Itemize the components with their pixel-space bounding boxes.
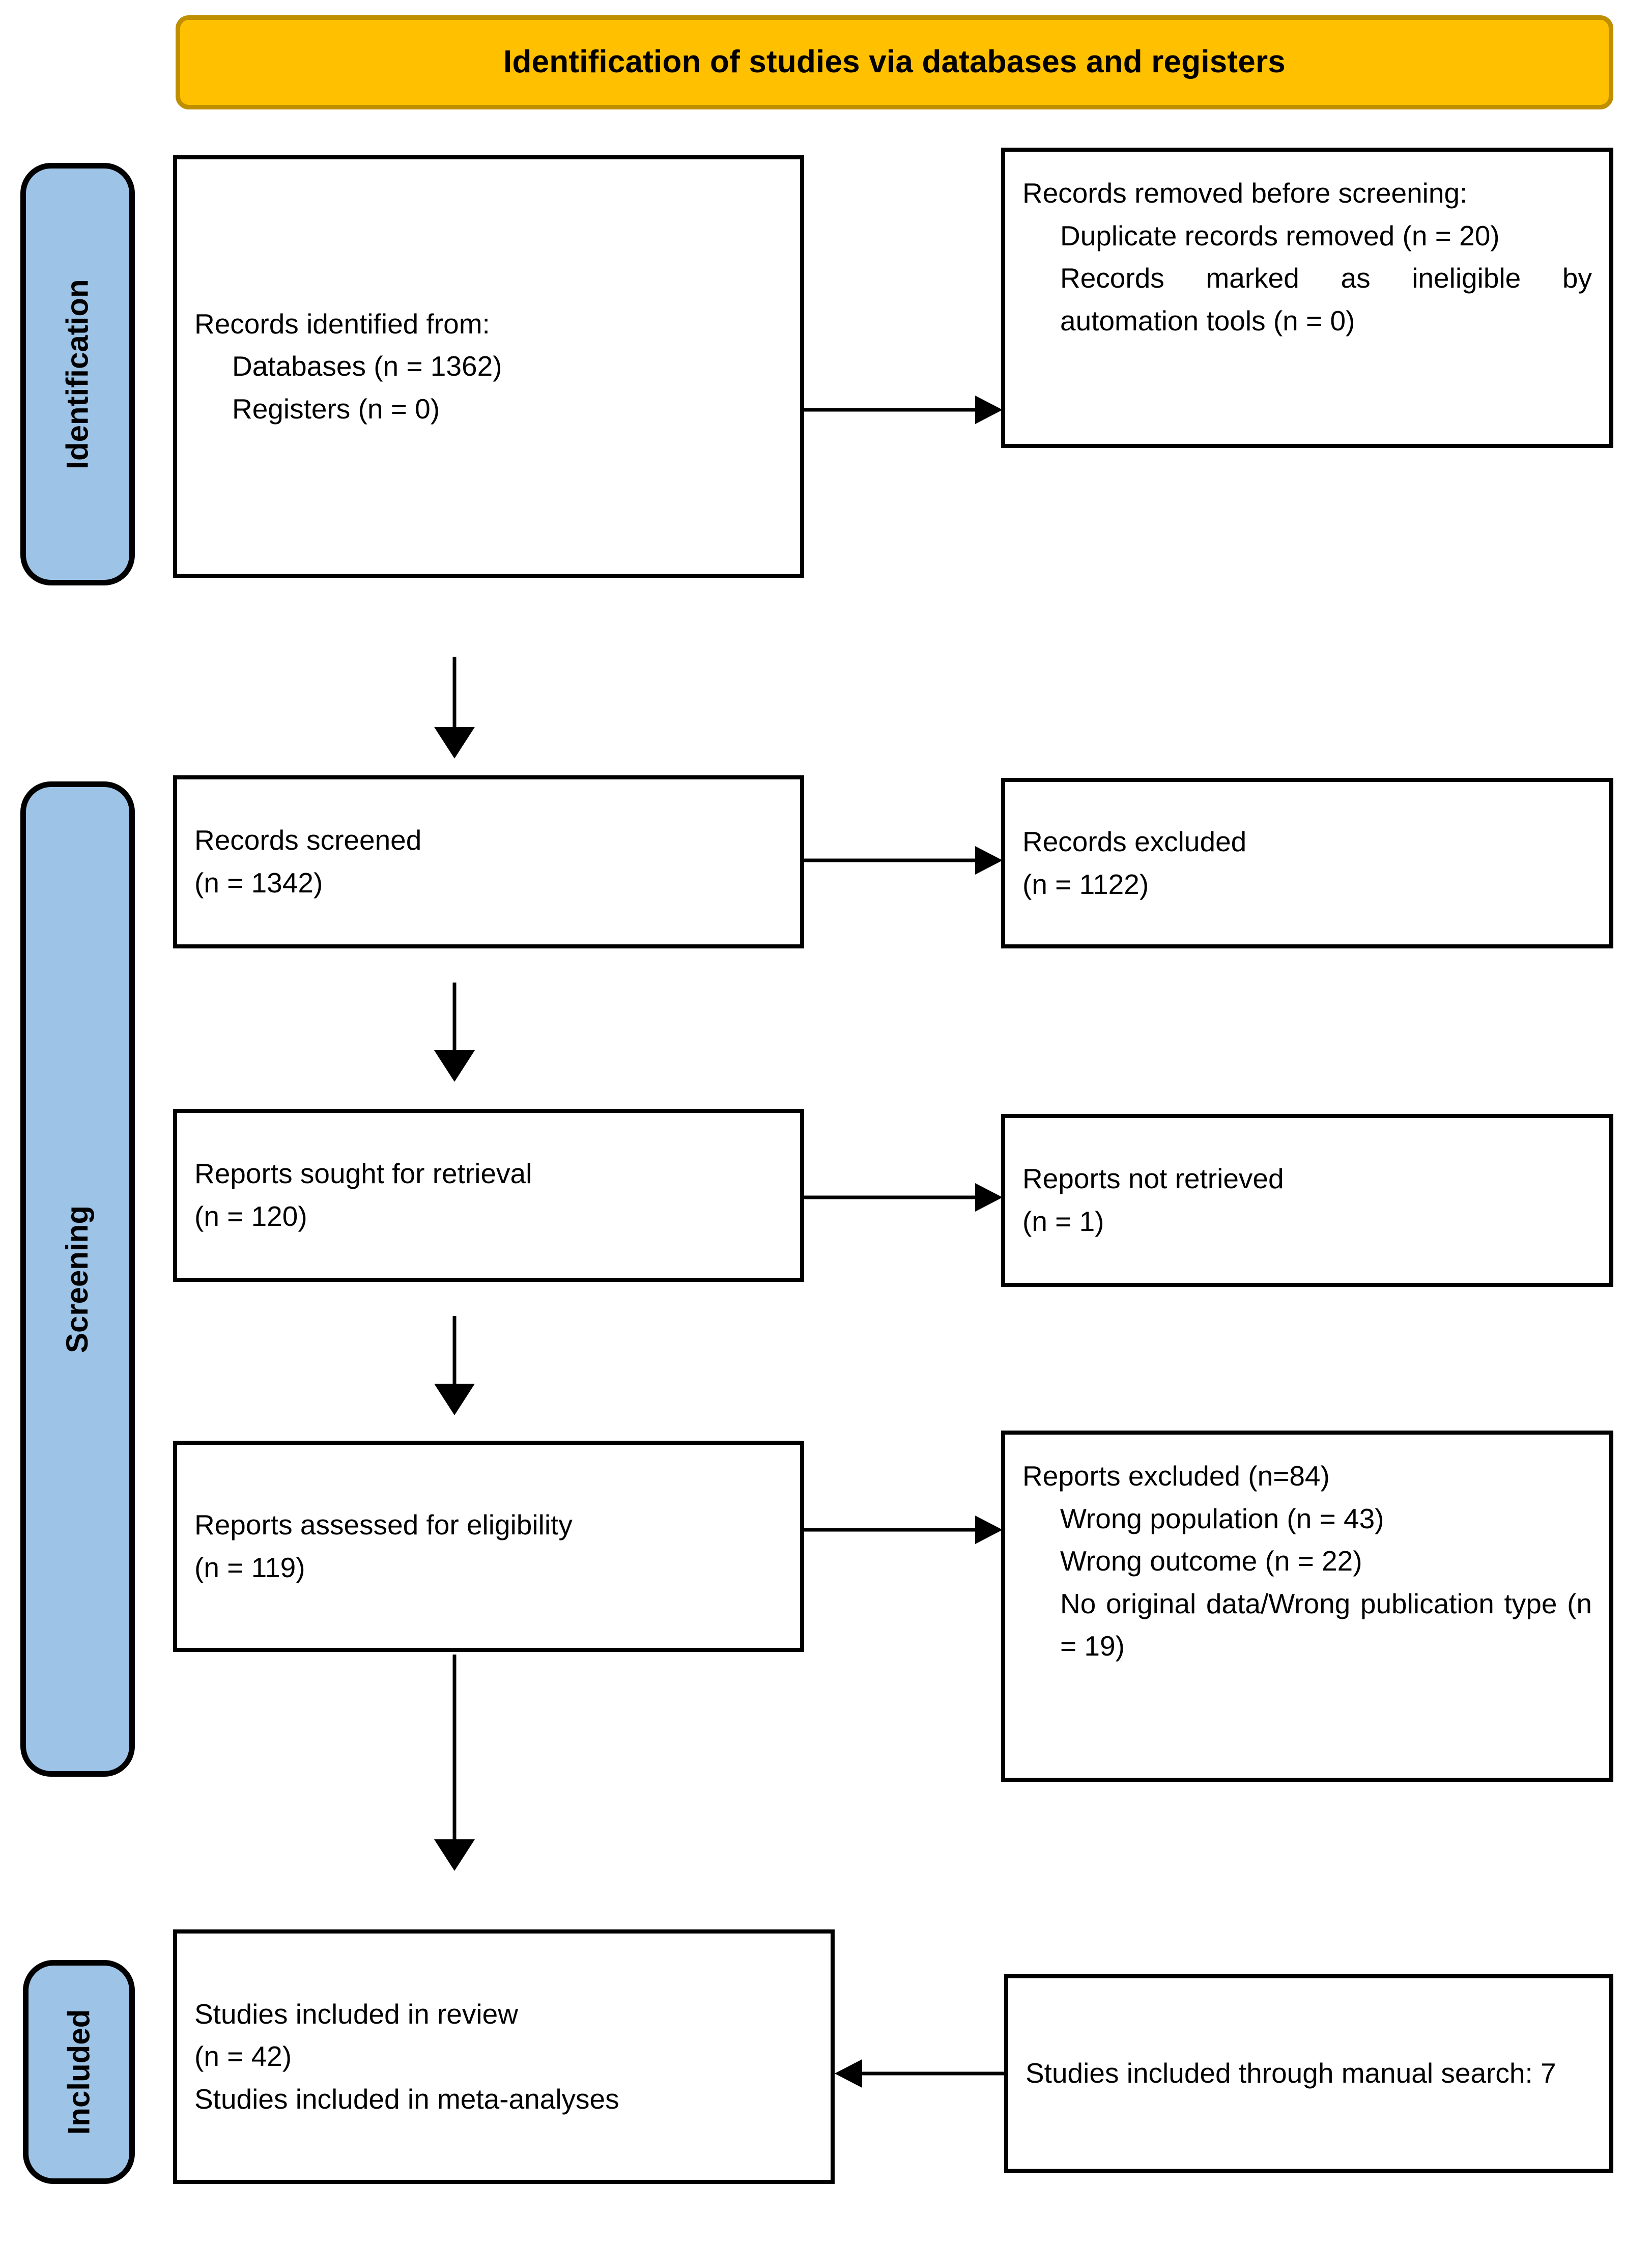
stage-label-included: Included — [23, 1960, 135, 2184]
records-excluded-count: (n = 1122) — [1022, 868, 1149, 900]
arrow-screened-to-excluded — [804, 845, 1003, 876]
diagram-header-banner: Identification of studies via databases … — [176, 15, 1613, 109]
studies-included-review-count: (n = 42) — [194, 2040, 292, 2072]
stage-label-included-text: Included — [62, 2009, 96, 2135]
box-reports-assessed: Reports assessed for eligibility (n = 11… — [173, 1441, 804, 1652]
records-removed-duplicates: Duplicate records removed (n = 20) — [1060, 219, 1500, 251]
arrow-assessed-to-reports-excluded — [804, 1515, 1003, 1545]
reports-assessed-label: Reports assessed for eligibility — [194, 1508, 573, 1540]
records-identified-databases: Databases (n = 1362) — [232, 350, 502, 382]
box-reports-sought: Reports sought for retrieval (n = 120) — [173, 1109, 804, 1282]
reports-not-retrieved-count: (n = 1) — [1022, 1206, 1104, 1237]
arrow-screened-to-sought — [434, 983, 475, 1082]
reports-excluded-label: Reports excluded (n=84) — [1022, 1460, 1330, 1492]
records-identified-line-1: Records identified from: — [194, 307, 490, 340]
box-reports-excluded: Reports excluded (n=84) Wrong population… — [1001, 1431, 1613, 1782]
stage-label-screening: Screening — [20, 781, 135, 1777]
stage-label-identification: Identification — [20, 163, 135, 585]
box-records-identified: Records identified from: Databases (n = … — [173, 155, 804, 578]
records-screened-label: Records screened — [194, 824, 422, 856]
box-reports-not-retrieved: Reports not retrieved (n = 1) — [1001, 1114, 1613, 1287]
box-manual-search: Studies included through manual search: … — [1004, 1974, 1613, 2173]
reports-excluded-wrong-population: Wrong population (n = 43) — [1060, 1502, 1384, 1534]
arrow-identified-to-screened — [434, 657, 475, 759]
box-records-removed: Records removed before screening: Duplic… — [1001, 148, 1613, 448]
records-removed-ineligible: Records marked as ineligible by automati… — [1060, 262, 1592, 337]
reports-excluded-no-original-data: No original data/Wrong publication type … — [1060, 1587, 1592, 1662]
stage-label-identification-text: Identification — [60, 279, 95, 469]
reports-assessed-count: (n = 119) — [194, 1551, 305, 1583]
manual-search-label: Studies included through manual search: … — [1026, 2057, 1556, 2089]
stage-label-screening-text: Screening — [60, 1205, 95, 1353]
reports-not-retrieved-label: Reports not retrieved — [1022, 1163, 1284, 1195]
studies-included-meta-analyses-label: Studies included in meta-analyses — [194, 2083, 619, 2115]
arrow-assessed-to-included — [434, 1655, 475, 1871]
reports-excluded-wrong-outcome: Wrong outcome (n = 22) — [1060, 1545, 1362, 1577]
arrow-sought-to-not-retrieved — [804, 1182, 1003, 1213]
banner-title: Identification of studies via databases … — [503, 44, 1286, 80]
reports-sought-label: Reports sought for retrieval — [194, 1158, 532, 1190]
records-removed-line-1: Records removed before screening: — [1022, 177, 1468, 209]
studies-included-review-label: Studies included in review — [194, 1998, 518, 2030]
reports-sought-count: (n = 120) — [194, 1200, 307, 1232]
records-screened-count: (n = 1342) — [194, 867, 323, 899]
box-studies-included: Studies included in review (n = 42) Stud… — [173, 1929, 835, 2184]
arrow-sought-to-assessed — [434, 1316, 475, 1415]
arrow-identified-to-removed — [804, 395, 1003, 425]
box-records-excluded: Records excluded (n = 1122) — [1001, 778, 1613, 948]
records-identified-registers: Registers (n = 0) — [232, 393, 440, 425]
arrow-manual-to-included — [835, 2058, 1005, 2089]
records-excluded-label: Records excluded — [1022, 825, 1247, 857]
box-records-screened: Records screened (n = 1342) — [173, 775, 804, 948]
